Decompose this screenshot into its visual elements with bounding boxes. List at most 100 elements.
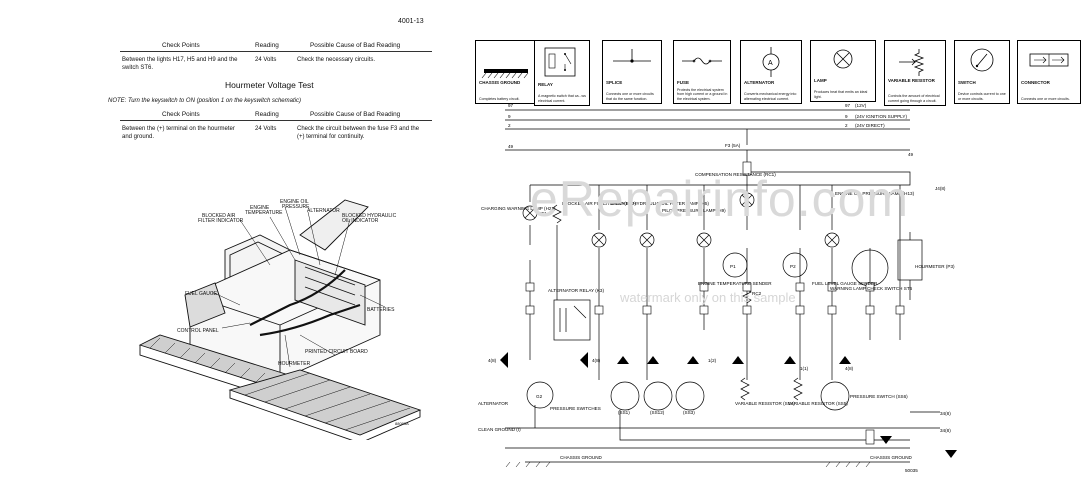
left-page: 4001-13 Check Points Reading Possible Ca… [0,0,440,477]
table2-col-check: Check Points [162,111,200,118]
rf1-label: RF1 [538,211,547,216]
fuse-f3-label: F3 (5A) [725,143,741,148]
relay-icon [544,47,576,77]
legend-title: VARIABLE RESISTOR [888,78,935,83]
note-text: NOTE: Turn the keyswitch to ON (position… [108,98,301,104]
schematic-code: 50035 [905,468,918,473]
legend-relay: RELAY A magnetic switch that ca...ws ele… [534,40,590,106]
lamp-h17-icon [591,232,607,248]
ref-4-8-b: 4(8) [592,358,601,363]
label-blocked-air-filter: BLOCKED AIR [202,213,236,219]
lamp-icon [833,49,853,69]
h21-label: CHARGING WARNING LAMP (H21) [481,206,556,211]
k3-label: ALTERNATOR RELAY (K3) [548,288,604,293]
legend-desc: Produces heat that emits an ideal light. [814,90,868,99]
wiring-schematic: 97 9 2 97 (12V) 9 (24V IGNITION SUPPLY) … [478,103,957,473]
legend-title: RELAY [538,82,553,87]
legend-title: SWITCH [958,80,976,85]
ref-4-8-a: 4(8) [488,358,497,363]
g2-label: G2 [536,394,543,399]
label-blocked-air-filter-2: FILTER INDICATOR [198,218,244,224]
lamp-h5-icon [639,232,655,248]
table1-col-reading: Reading [255,42,279,49]
ss3-label: (SS3) [683,410,695,415]
ref-4-8-c: 4(8) [845,366,854,371]
ets-label: ENGINE TEMPERATURE SENDER [698,281,772,286]
label-hourmeter: HOURMETER [278,361,311,367]
lamp-h21-icon [522,205,538,221]
table1-cause-cell: Check the necessary circuits. [297,57,376,63]
wire-9: 9 [508,114,511,119]
legend-switch: SWITCH Device controls current to one or… [954,40,1010,104]
legend-variable-resistor: VARIABLE RESISTOR Controls the amount of… [884,40,946,106]
section-title: Hourmeter Voltage Test [225,80,314,90]
table2-col-cause: Possible Cause of Bad Reading [310,111,401,118]
label-engine-oil-pressure: ENGINE OIL [280,199,309,205]
connector-icon [1029,53,1069,67]
legend-fuse: FUSE Protects the electrical system from… [673,40,731,104]
variable-resistor-icon [899,49,925,76]
switch-icon [970,48,994,72]
gauge-p2-label: P2 [790,264,796,269]
pressure-switches-label: PRESSURE SWITCHES [550,406,601,411]
wire-9-label: (24V IGNITION SUPPLY) [855,114,907,119]
legend-desc: Connects one or more circuits that do th… [606,92,654,101]
ref-34-8-b: 34(8) [940,428,951,433]
label-engine-temperature-2: TEMPERATURE [245,210,283,216]
ref-j4-8: J4(8) [935,186,946,191]
lamp-h13-icon [824,232,840,248]
label-batteries: BATTERIES [367,307,395,313]
legend-title: ALTERNATOR [744,80,775,85]
clean-ground-label: CLEAN GROUND (I) [478,427,521,432]
ss1-label: (SS1) [618,410,630,415]
alternator-label: ALTERNATOR [478,401,509,406]
table1-col-cause: Possible Cause of Bad Reading [310,42,401,49]
legend-title: LAMP [814,78,827,83]
wire-9-right: 9 [845,114,848,119]
table1-col-check: Check Points [162,42,200,49]
legend-desc: Completes battery circuit. [479,96,520,101]
p3-label: HOURMETER (P3) [915,264,955,269]
wire-97-label: (12V) [855,103,867,108]
wire-49: 49 [508,144,514,149]
table1-rule [120,51,432,52]
label-alternator: ALTERNATOR [307,208,340,214]
flg-label: FUEL LEVEL GAUGE SENDER [812,281,878,286]
legend-desc: Protects the electrical system from high… [677,87,728,101]
legend-chassis-ground: CHASSIS GROUND Completes battery circuit… [475,40,537,104]
chassis-ground-label-1: CHASSIS GROUND [560,455,603,460]
page-number: 4001-13 [398,18,424,25]
rc1-label: COMPENSATION RESISTANCE (RC1) [695,172,776,177]
legend-title: SPLICE [606,80,623,85]
lamp-h9-icon [696,232,712,248]
h13-label: ENGINE OIL PRESSURE LAMP (H13) [835,191,915,196]
wire-49-right: 49 [908,152,914,157]
wire-97: 97 [508,103,514,108]
vr2-label: VARIABLE RESISTOR (SS5) [788,401,848,406]
legend-desc: Controls the amount of electrical curren… [888,94,940,103]
label-engine-oil-pressure-2: PRESSURE [282,204,310,210]
table2-col-reading: Reading [255,111,279,118]
legend-connector: CONNECTOR Connects one or more circuits. [1017,40,1081,104]
table2-cause-cell: Check the circuit between the fuse F3 an… [297,126,420,140]
fuse-icon [682,57,722,65]
table1-check-cell: Between the lights H17, H5 and H9 and th… [122,57,238,71]
wire-2-right: 2 [845,123,848,128]
label-control-panel: CONTROL PANEL [177,328,219,334]
table2-rule [120,120,432,121]
ref-34-8-a: 34(8) [940,411,951,416]
legend-lamp: LAMP Produces heat that emits an ideal l… [810,40,876,102]
label-engine-temperature: ENGINE [250,205,270,211]
chassis-ground-label-2: CHASSIS GROUND [870,455,913,460]
splice-icon [613,49,651,63]
wire-97-right: 97 [845,103,851,108]
alternator-icon: A [762,47,780,77]
legend-desc: Device controls current to one or more c… [958,92,1006,101]
wire-2: 2 [508,123,511,128]
st6-label: WARNING LAMP CHECK SWITCH ST6 [830,286,913,291]
excavator-illustration: ENGINE OIL PRESSURE ENGINE TEMPERATURE A… [138,199,422,440]
gauge-p1-label: P1 [730,264,736,269]
legend-title: CONNECTOR [1021,80,1050,85]
legend-desc: A magnetic switch that ca...ws electrica… [538,94,586,103]
